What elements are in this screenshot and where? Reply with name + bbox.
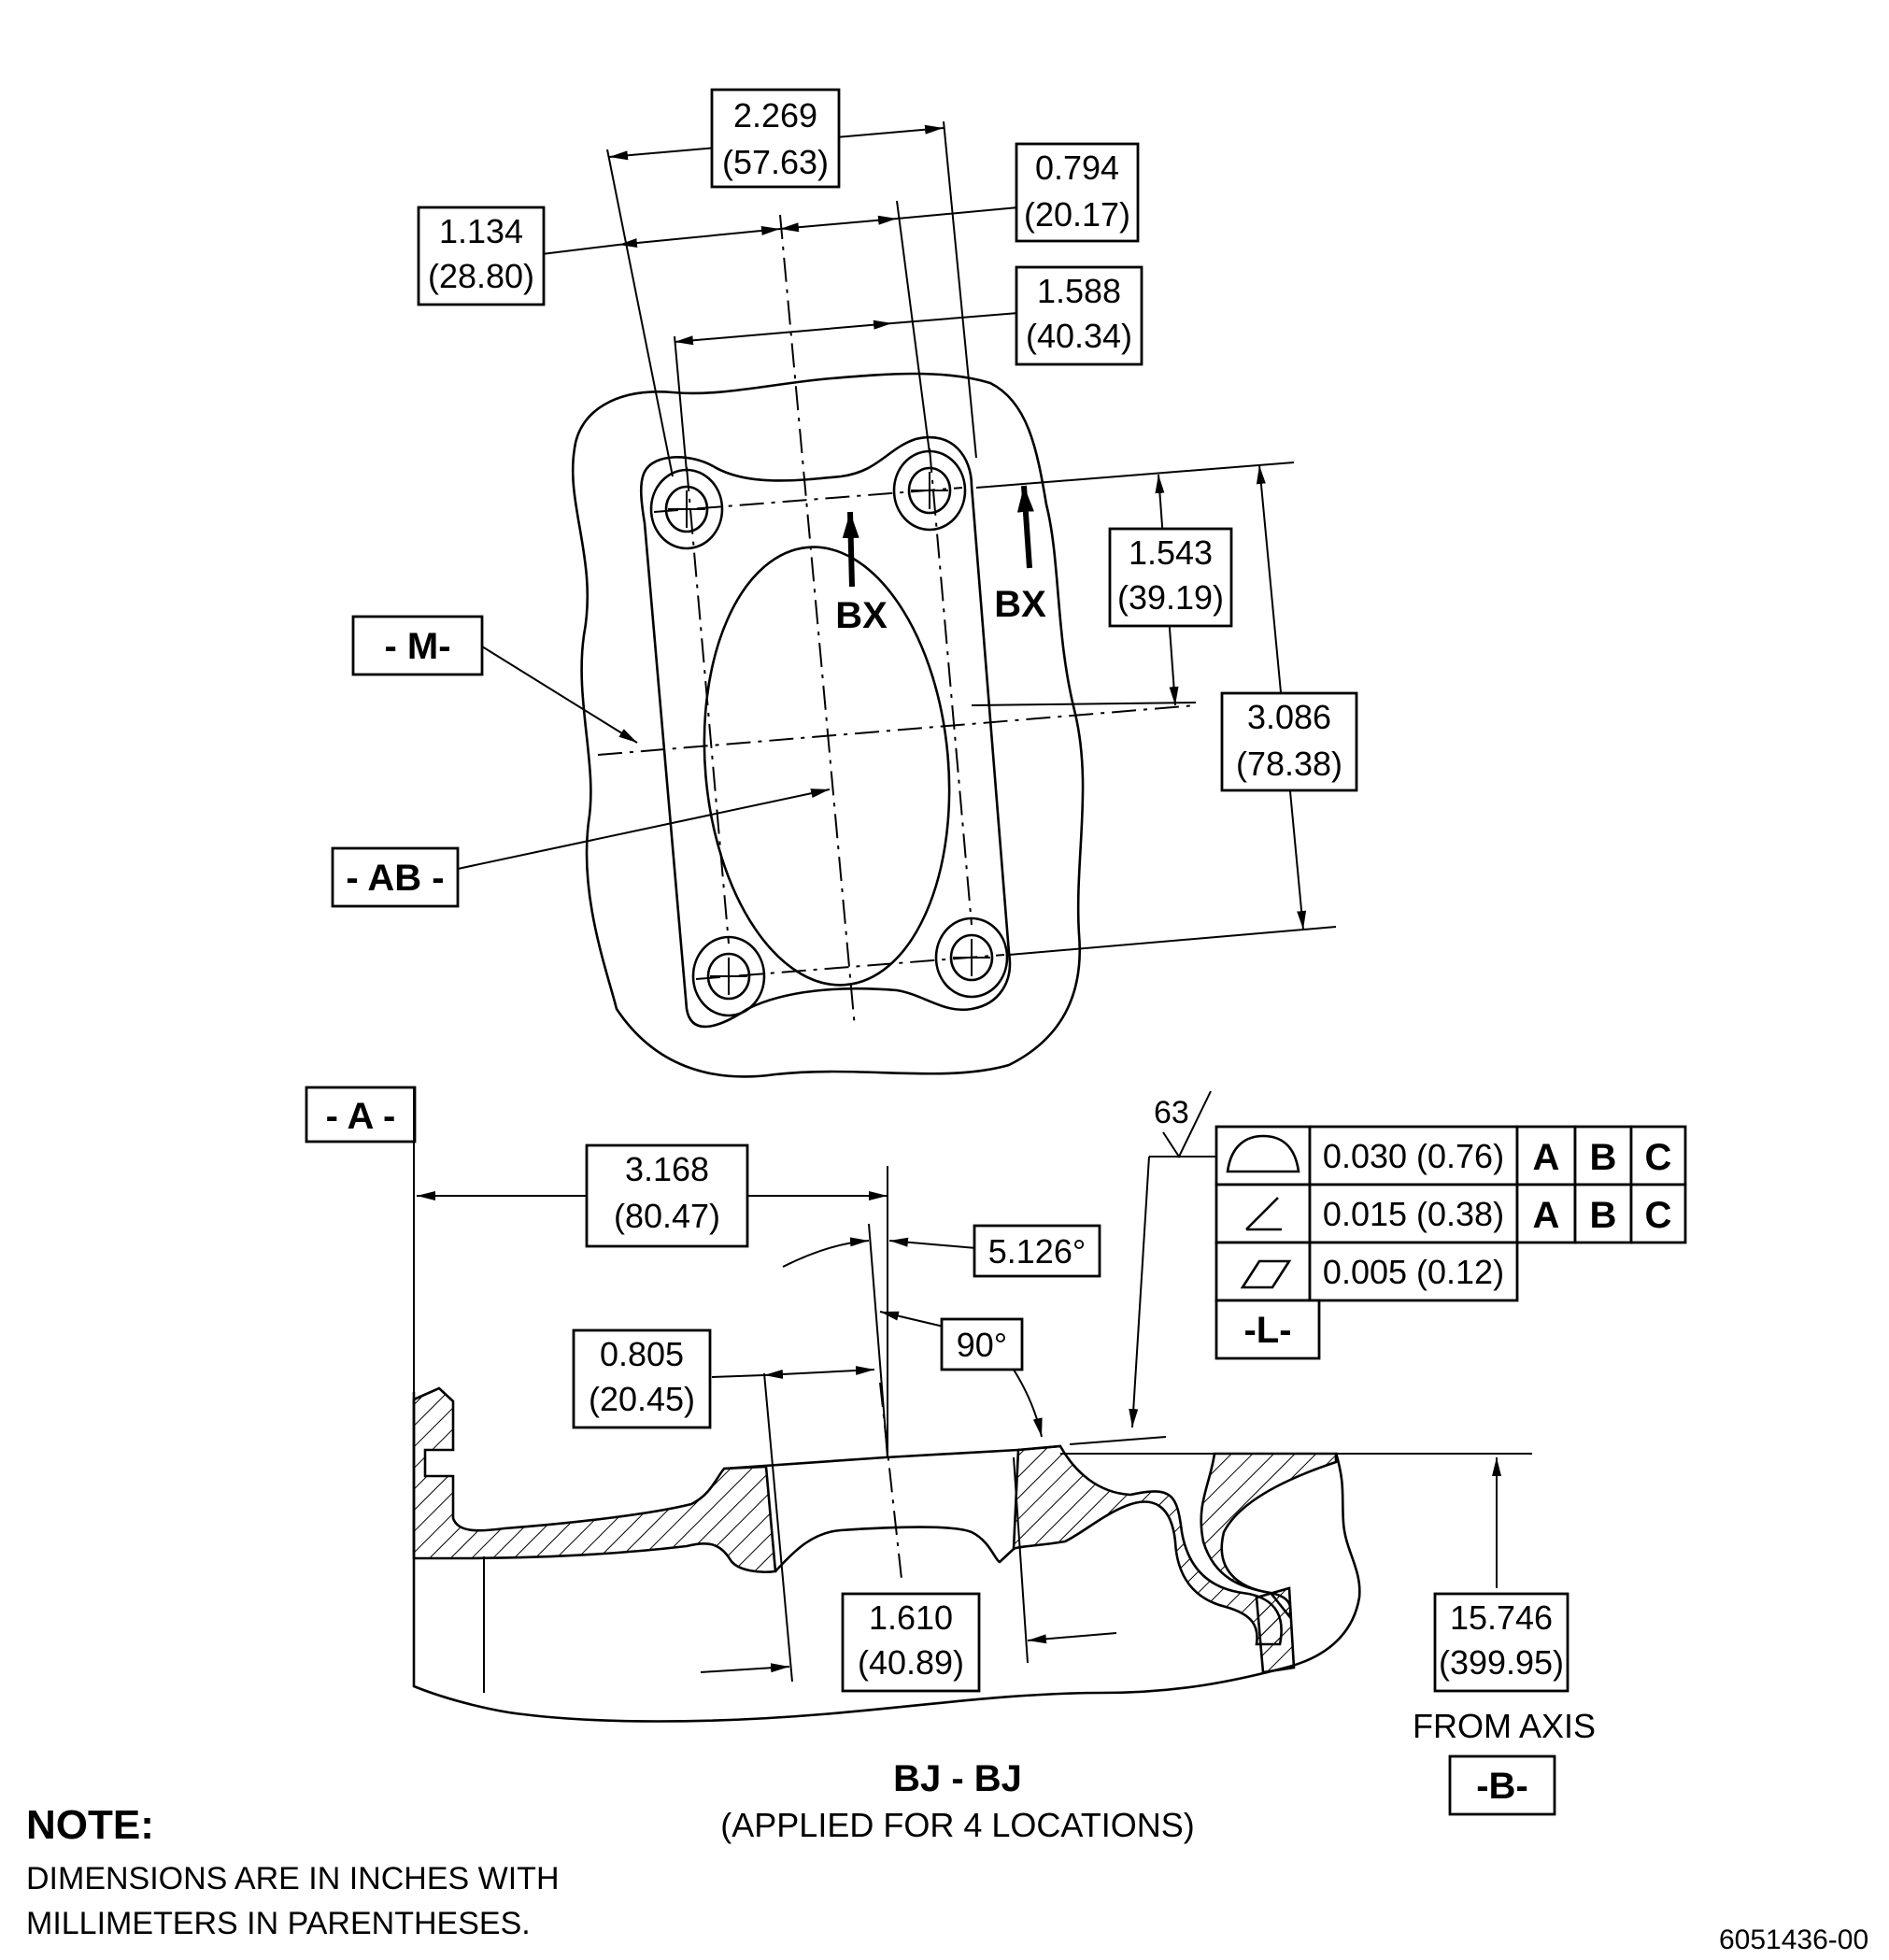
dim-1134: 1.134 (28.80) (417, 206, 546, 306)
section-title: BJ - BJ (893, 1758, 1022, 1799)
svg-text:(57.63): (57.63) (722, 143, 829, 181)
dim-1610: 1.610 (40.89) (700, 1592, 1117, 1693)
svg-text:3.086: 3.086 (1247, 698, 1331, 736)
svg-text:90°: 90° (957, 1326, 1007, 1364)
flange-outline (571, 372, 1085, 1078)
svg-text:1.588: 1.588 (1037, 272, 1121, 310)
svg-text:- AB -: - AB - (346, 858, 444, 899)
centerline-top-holes (653, 487, 963, 513)
dim-2269: 2.269 (57.63) (710, 88, 841, 189)
dim-0794: 0.794 (20.17) (1015, 142, 1140, 243)
svg-text:1.610: 1.610 (869, 1598, 953, 1637)
svg-text:0.030 (0.76): 0.030 (0.76) (1323, 1137, 1504, 1175)
datum-b: -B- (1448, 1754, 1556, 1816)
hatch-mid-web (1012, 1444, 1283, 1646)
surface-finish-symbol: 63 (1129, 1090, 1216, 1428)
svg-text:C: C (1645, 1195, 1672, 1236)
top-view: 2.269 (57.63) 0.794 (20.17) 1.134 (28.80… (331, 88, 1358, 1078)
svg-text:-L-: -L- (1243, 1310, 1291, 1351)
svg-text:1.134: 1.134 (439, 212, 523, 250)
svg-text:A: A (1533, 1195, 1560, 1236)
svg-text:BX: BX (994, 584, 1046, 625)
hatch-left-web (412, 1386, 777, 1573)
svg-text:0.015 (0.38): 0.015 (0.38) (1323, 1195, 1504, 1233)
section-subtitle: (APPLIED FOR 4 LOCATIONS) (720, 1806, 1194, 1844)
centerline-left-holes (686, 466, 730, 944)
svg-text:(40.34): (40.34) (1026, 317, 1132, 355)
feature-control-frame: 0.030 (0.76) A B C 0.015 (0.38) A B C 0.… (1214, 1125, 1687, 1360)
svg-text:0.794: 0.794 (1035, 149, 1119, 187)
svg-text:- A -: - A - (326, 1096, 396, 1137)
datum-m: - M- (351, 615, 638, 744)
section-arrow-right: BX (994, 485, 1046, 625)
centerline-horizontal-mid (597, 704, 1197, 756)
svg-text:- M-: - M- (384, 626, 450, 667)
svg-text:-B-: -B- (1476, 1766, 1528, 1807)
svg-text:(399.95): (399.95) (1439, 1643, 1564, 1682)
svg-text:(80.47): (80.47) (614, 1197, 720, 1235)
section-view: - A - 3.168 (80.47) (305, 1086, 1687, 1844)
svg-text:B: B (1590, 1195, 1617, 1236)
dim-1588: 1.588 (40.34) (1015, 265, 1143, 366)
svg-text:(39.19): (39.19) (1117, 578, 1224, 617)
datum-a: - A - (305, 1086, 417, 1392)
svg-text:0.805: 0.805 (600, 1335, 684, 1373)
svg-text:FROM AXIS: FROM AXIS (1413, 1707, 1596, 1745)
dim-3086: 3.086 (78.38) (1220, 691, 1358, 792)
dim-15746: 15.746 (399.95) FROM AXIS (1413, 1457, 1596, 1745)
svg-text:(20.17): (20.17) (1024, 195, 1130, 234)
angle-5126: 5.126° (782, 1224, 1101, 1278)
note-line-2: MILLIMETERS IN PARENTHESES. (26, 1906, 531, 1941)
svg-text:0.005 (0.12): 0.005 (0.12) (1323, 1253, 1504, 1291)
svg-text:C: C (1645, 1137, 1672, 1178)
svg-text:3.168: 3.168 (625, 1150, 709, 1188)
svg-text:(28.80): (28.80) (428, 257, 534, 295)
centerline-bottom-holes (695, 954, 1005, 980)
centerline-right-holes (929, 447, 973, 926)
svg-text:B: B (1590, 1137, 1617, 1178)
svg-text:A: A (1533, 1137, 1560, 1178)
svg-text:(20.45): (20.45) (589, 1380, 695, 1418)
datum-ab: - AB - (331, 788, 831, 908)
central-bore (703, 546, 951, 987)
svg-text:(40.89): (40.89) (858, 1643, 964, 1682)
svg-text:63: 63 (1154, 1095, 1189, 1130)
section-body-outline (412, 1392, 1361, 1723)
svg-text:(78.38): (78.38) (1236, 745, 1342, 783)
svg-text:15.746: 15.746 (1450, 1598, 1553, 1637)
note-line-1: DIMENSIONS ARE IN INCHES WITH (26, 1861, 560, 1896)
section-arrow-left: BX (835, 511, 888, 636)
note-block: NOTE: DIMENSIONS ARE IN INCHES WITH MILL… (26, 1802, 560, 1941)
svg-text:2.269: 2.269 (733, 96, 817, 135)
svg-text:BX: BX (835, 595, 888, 636)
dim-3168: 3.168 (80.47) (417, 1143, 888, 1248)
svg-text:5.126°: 5.126° (988, 1232, 1086, 1271)
centerline-vertical-mid (779, 214, 856, 1029)
angle-90: 90° (879, 1311, 1043, 1438)
note-heading: NOTE: (26, 1802, 154, 1848)
dim-0805: 0.805 (20.45) (572, 1328, 875, 1429)
svg-text:1.543: 1.543 (1129, 533, 1213, 572)
drawing-id: 6051436-00 (1719, 1924, 1868, 1955)
hatch-right-wall (1255, 1586, 1296, 1674)
dim-1543: 1.543 (39.19) (1108, 527, 1233, 628)
pad-outline (639, 435, 1012, 1029)
